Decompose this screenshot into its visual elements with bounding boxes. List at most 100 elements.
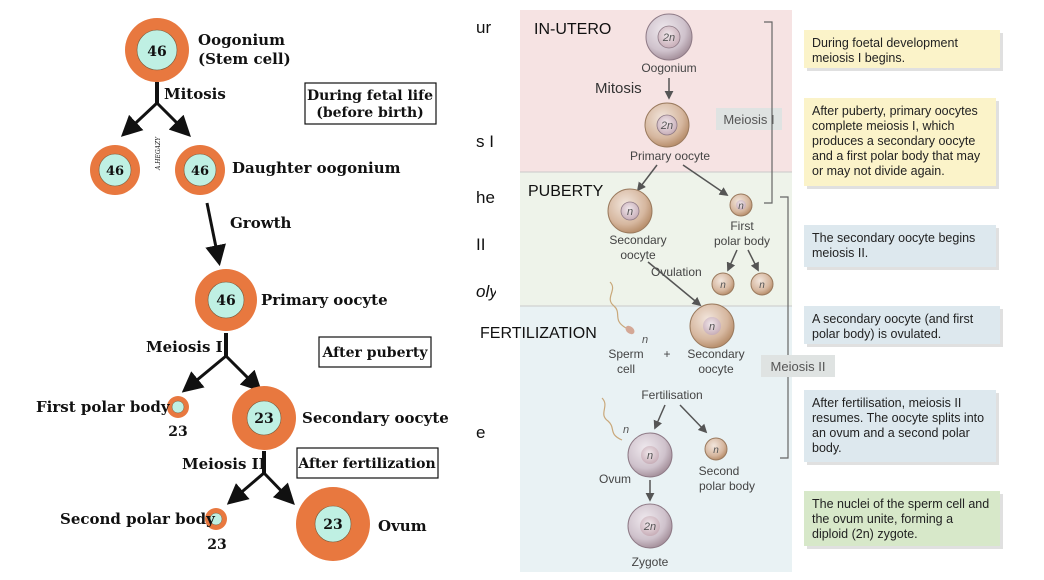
- daughter-oogonium-left: 46: [90, 145, 140, 195]
- meiosis1-label: Meiosis I: [146, 338, 223, 356]
- ovum-cell: 23: [296, 487, 370, 561]
- rp-meiosis1-tag: Meiosis I: [723, 112, 774, 127]
- second-polar-body-cell: [205, 508, 227, 530]
- secondary-oocyte-label: Secondary oocyte: [302, 409, 449, 427]
- svg-text:n: n: [759, 280, 765, 291]
- rp-mitosis-label: Mitosis: [595, 80, 642, 97]
- note-zygote: The nuclei of the sperm cell and the ovu…: [804, 491, 1000, 546]
- rp-zygote-label: Zygote: [632, 555, 669, 569]
- box-fetal-line2: (before birth): [316, 105, 424, 121]
- first-polar-body-label: First polar body: [36, 398, 171, 416]
- rp-secondary-ploidy: n: [627, 206, 633, 218]
- rp-sperm-line2: cell: [617, 362, 635, 376]
- daughter-right-number: 46: [191, 164, 209, 179]
- svg-text:n: n: [709, 321, 715, 333]
- oogonium-sub-label: (Stem cell): [198, 50, 291, 68]
- box-puberty-text: After puberty: [322, 345, 429, 361]
- svg-text:n: n: [623, 424, 629, 436]
- author-watermark: A.HEGAZY: [155, 136, 162, 171]
- svg-text:2n: 2n: [643, 521, 656, 533]
- box-fetal-line1: During fetal life: [307, 88, 433, 104]
- daughter-oogonium-label: Daughter oogonium: [232, 159, 401, 177]
- box-after-fertilization: After fertilization: [296, 447, 439, 479]
- rp-polar-division-right: n: [750, 272, 774, 296]
- first-polar-body-cell: [167, 396, 189, 418]
- cut-label-6: e: [476, 423, 486, 442]
- stage-inutero-label: IN-UTERO: [534, 21, 611, 38]
- rp-first-polar-ploidy: n: [738, 201, 744, 212]
- svg-text:n: n: [713, 445, 719, 456]
- primary-oocyte-cell: 46: [195, 269, 257, 331]
- secondary-oocyte-number: 23: [254, 411, 273, 427]
- rp-polar-division-left: n: [711, 272, 735, 296]
- cut-label-2: s I: [476, 132, 494, 151]
- daughter-left-number: 46: [106, 164, 124, 179]
- left-panel: 46 Oogonium (Stem cell) Mitosis A.HEGAZY…: [36, 18, 449, 561]
- box-after-puberty: After puberty: [318, 336, 432, 368]
- stage-fertilization-label: FERTILIZATION: [480, 325, 597, 342]
- meiosis2-arrow-left: [226, 471, 265, 505]
- rp-primary-oocyte-label: Primary oocyte: [630, 149, 710, 163]
- rp-fertilisation-label: Fertilisation: [641, 388, 702, 402]
- ovum-number: 23: [323, 517, 342, 533]
- stage-puberty-label: PUBERTY: [528, 183, 604, 200]
- rp-second-polar-line1: Second: [699, 464, 740, 478]
- secondary-oocyte-cell: 23: [232, 386, 296, 450]
- svg-text:n: n: [647, 450, 653, 462]
- meiosis2-label: Meiosis II: [182, 455, 266, 473]
- growth-label: Growth: [230, 214, 292, 232]
- rp-secondary2-line2: oocyte: [698, 362, 734, 376]
- rp-ovulation-label: Ovulation: [651, 265, 702, 279]
- mitosis-label: Mitosis: [164, 85, 226, 103]
- second-polar-body-number: 23: [207, 537, 226, 553]
- rp-plus: +: [663, 347, 670, 361]
- box-fertilization-text: After fertilization: [297, 456, 435, 472]
- rp-zygote-cell: 2n: [627, 503, 673, 549]
- rp-meiosis2-tag: Meiosis II: [771, 359, 826, 374]
- rp-secondary2-line1: Secondary: [687, 347, 744, 361]
- rp-secondary-line2: oocyte: [620, 248, 656, 262]
- rp-second-polar-body-cell: n: [704, 437, 728, 461]
- mitosis-arrow-left: [120, 101, 159, 137]
- cut-label-5: oly: [476, 282, 496, 301]
- rp-ovum-label: Ovum: [599, 472, 631, 486]
- second-polar-body-label: Second polar body: [60, 510, 216, 528]
- stage-puberty-bg: [520, 172, 792, 306]
- rp-oogonium-ploidy: 2n: [662, 32, 675, 44]
- cut-label-4: II: [476, 235, 486, 254]
- rp-secondary-line1: Secondary: [609, 233, 666, 247]
- rp-primary-ploidy: 2n: [660, 120, 673, 132]
- rp-first-polar-line2: polar body: [714, 234, 770, 248]
- cut-label-1: ur: [476, 18, 492, 37]
- rp-ovum-cell: n: [627, 432, 673, 478]
- note-foetal-development: During foetal development meiosis I begi…: [804, 30, 1000, 68]
- note-after-fertilisation: After fertilisation, meiosis II resumes.…: [804, 390, 996, 462]
- rp-secondary-oocyte-cell: n: [607, 188, 653, 234]
- primary-oocyte-label: Primary oocyte: [261, 291, 388, 309]
- note-ovulated: A secondary oocyte (and first polar body…: [804, 306, 1000, 344]
- cut-label-3: he: [476, 188, 495, 207]
- rp-sperm-line1: Sperm: [608, 347, 643, 361]
- rp-oogonium-cell: 2n: [645, 13, 693, 61]
- rp-primary-oocyte-cell: 2n: [644, 102, 690, 148]
- mitosis-arrow-right: [155, 101, 191, 137]
- meiosis2-arrow-right: [262, 471, 295, 506]
- box-fetal-life: During fetal life (before birth): [304, 82, 437, 125]
- rp-first-polar-body-cell: n: [729, 193, 753, 217]
- primary-oocyte-number: 46: [216, 293, 235, 309]
- meiosis1-arrow-left: [181, 354, 227, 393]
- svg-text:n: n: [642, 334, 648, 346]
- rp-first-polar-line1: First: [730, 219, 754, 233]
- right-panel: IN-UTERO PUBERTY FERTILIZATION 2n Oogoni…: [480, 10, 835, 572]
- first-polar-body-number: 23: [168, 424, 187, 440]
- note-after-puberty: After puberty, primary oocytes complete …: [804, 98, 996, 186]
- oogonium-chromosome-number: 46: [147, 44, 166, 60]
- meiosis1-arrow-right: [224, 354, 262, 392]
- svg-text:n: n: [720, 280, 726, 291]
- growth-arrow: [205, 202, 226, 267]
- rp-secondary-oocyte2-cell: n: [689, 303, 735, 349]
- ovum-label: Ovum: [378, 517, 427, 535]
- note-meiosis-ii-begins: The secondary oocyte begins meiosis II.: [804, 225, 996, 267]
- rp-second-polar-line2: polar body: [699, 479, 755, 493]
